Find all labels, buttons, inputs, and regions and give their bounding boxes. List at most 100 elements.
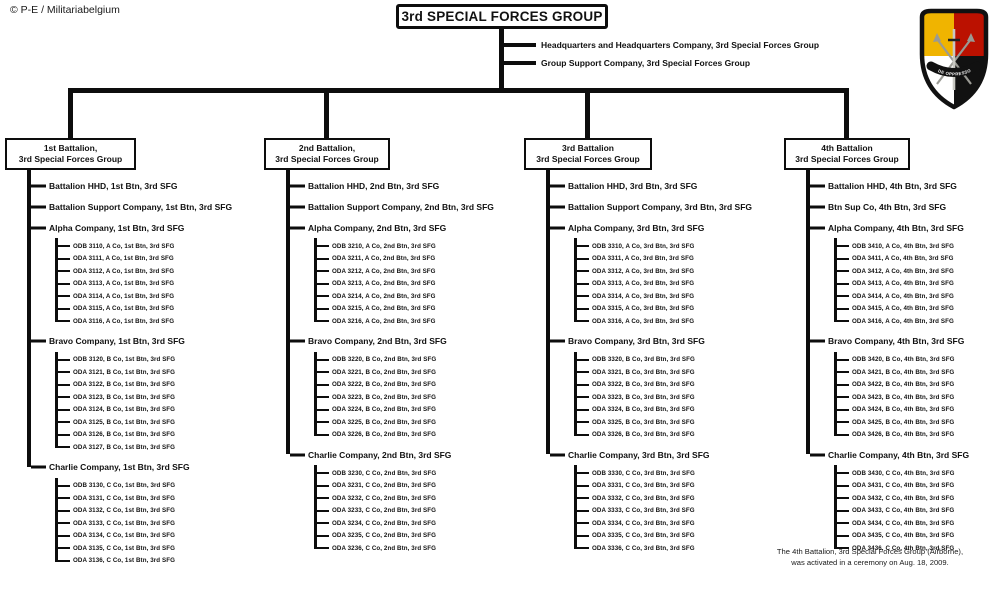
team-row: ODA 3321, B Co, 3rd Btn, 3rd SFG [577,366,786,379]
team-row: ODA 3323, B Co, 3rd Btn, 3rd SFG [577,391,786,404]
connector-hhc-tick [502,43,536,47]
team-row: ODA 3136, C Co, 1st Btn, 3rd SFG [55,555,267,570]
unit-label: Charlie Company, 4th Btn, 3rd SFG [810,444,1000,465]
unit-label: Battalion HHD, 4th Btn, 3rd SFG [810,175,1000,196]
team-row: ODB 3320, B Co, 3rd Btn, 3rd SFG [577,354,786,367]
battalion-unit: Battalion Support Company, 1st Btn, 3rd … [31,196,267,217]
team-row: ODA 3334, C Co, 3rd Btn, 3rd SFG [577,517,786,530]
team-row: ODA 3125, B Co, 1st Btn, 3rd SFG [58,416,267,429]
team-row: ODA 3315, A Co, 3rd Btn, 3rd SFG [577,303,786,316]
connector-title-drop [499,29,504,90]
team-row: ODA 3425, B Co, 4th Btn, 3rd SFG [837,416,1000,429]
unit-label: Battalion Support Company, 1st Btn, 3rd … [31,196,267,217]
team-row: ODB 3330, C Co, 3rd Btn, 3rd SFG [577,467,786,480]
team-row: ODA 3435, C Co, 4th Btn, 3rd SFG [837,530,1000,543]
team-row: ODA 3225, B Co, 2nd Btn, 3rd SFG [317,416,526,429]
battalion-unit: Battalion Support Company, 2nd Btn, 3rd … [290,196,526,217]
battalion-box-line: 3rd Special Forces Group [536,154,640,164]
unit-label: Bravo Company, 3rd Btn, 3rd SFG [550,331,786,352]
battalion-box-line: 3rd Special Forces Group [18,154,123,164]
team-row: ODA 3114, A Co, 1st Btn, 3rd SFG [58,290,267,303]
team-row: ODA 3431, C Co, 4th Btn, 3rd SFG [837,480,1000,493]
team-row: ODA 3234, C Co, 2nd Btn, 3rd SFG [317,517,526,530]
connector-drop-3rd-bn [585,88,590,138]
team-row: ODA 3112, A Co, 1st Btn, 3rd SFG [58,265,267,278]
team-row: ODA 3324, B Co, 3rd Btn, 3rd SFG [577,404,786,417]
connector-drop-1st-bn [68,88,73,138]
team-row: ODA 3215, A Co, 2nd Btn, 3rd SFG [317,303,526,316]
unit-label: Battalion HHD, 1st Btn, 3rd SFG [31,175,267,196]
team-row: ODA 3232, C Co, 2nd Btn, 3rd SFG [317,492,526,505]
team-row: ODA 3333, C Co, 3rd Btn, 3rd SFG [577,505,786,518]
activation-footnote: The 4th Battalion, 3rd Special Forces Gr… [742,546,998,568]
team-row: ODA 3434, C Co, 4th Btn, 3rd SFG [837,517,1000,530]
battalion-box-line: 3rd Special Forces Group [795,154,899,164]
connector-drop-2nd-bn [324,88,329,138]
battalion-box-2nd: 2nd Battalion,3rd Special Forces Group [264,138,390,170]
group-title-box: 3rd SPECIAL FORCES GROUP [396,4,608,29]
team-row: ODA 3414, A Co, 4th Btn, 3rd SFG [837,290,1000,303]
team-row: ODB 3120, B Co, 1st Btn, 3rd SFG [58,354,267,367]
team-row: ODB 3110, A Co, 1st Btn, 3rd SFG [58,240,267,253]
unit-label: Battalion Support Company, 3rd Btn, 3rd … [550,196,786,217]
connector-gsc-tick [502,61,536,65]
team-row: ODA 3113, A Co, 1st Btn, 3rd SFG [58,278,267,291]
team-row: ODA 3313, A Co, 3rd Btn, 3rd SFG [577,278,786,291]
team-row: ODA 3222, B Co, 2nd Btn, 3rd SFG [317,379,526,392]
copyright-text: © P-E / Militariabelgium [10,4,120,16]
team-row: ODA 3426, B Co, 4th Btn, 3rd SFG [834,429,1000,444]
company-unit: Charlie Company, 4th Btn, 3rd SFG ODB 343… [806,444,1000,558]
team-row: ODA 3336, C Co, 3rd Btn, 3rd SFG [574,542,786,557]
battalion-unit: Battalion HHD, 3rd Btn, 3rd SFG [550,175,786,196]
team-row: ODA 3314, A Co, 3rd Btn, 3rd SFG [577,290,786,303]
unit-label: Bravo Company, 1st Btn, 3rd SFG [31,331,267,352]
team-row: ODA 3221, B Co, 2nd Btn, 3rd SFG [317,366,526,379]
battalion-box-line: 3rd Battalion [562,143,614,153]
unit-label: Charlie Company, 2nd Btn, 3rd SFG [290,444,526,465]
team-row: ODA 3233, C Co, 2nd Btn, 3rd SFG [317,505,526,518]
team-row: ODA 3424, B Co, 4th Btn, 3rd SFG [837,404,1000,417]
team-row: ODA 3312, A Co, 3rd Btn, 3rd SFG [577,265,786,278]
team-row: ODB 3430, C Co, 4th Btn, 3rd SFG [837,467,1000,480]
footnote-line-1: The 4th Battalion, 3rd Special Forces Gr… [776,547,964,556]
team-row: ODB 3310, A Co, 3rd Btn, 3rd SFG [577,240,786,253]
team-row: ODA 3416, A Co, 4th Btn, 3rd SFG [834,315,1000,330]
team-row: ODA 3432, C Co, 4th Btn, 3rd SFG [837,492,1000,505]
team-row: ODA 3421, B Co, 4th Btn, 3rd SFG [837,366,1000,379]
team-row: ODA 3122, B Co, 1st Btn, 3rd SFG [58,379,267,392]
connector-main-bar [68,88,849,93]
team-row: ODA 3332, C Co, 3rd Btn, 3rd SFG [577,492,786,505]
team-row: ODA 3131, C Co, 1st Btn, 3rd SFG [58,492,267,505]
team-row: ODA 3127, B Co, 1st Btn, 3rd SFG [55,441,267,456]
unit-label: Bravo Company, 4th Btn, 3rd SFG [810,331,1000,352]
team-row: ODA 3422, B Co, 4th Btn, 3rd SFG [837,379,1000,392]
team-row: ODA 3135, C Co, 1st Btn, 3rd SFG [58,542,267,555]
team-row: ODA 3115, A Co, 1st Btn, 3rd SFG [58,303,267,316]
team-row: ODA 3235, C Co, 2nd Btn, 3rd SFG [317,530,526,543]
team-row: ODB 3410, A Co, 4th Btn, 3rd SFG [837,240,1000,253]
battalion-box-line: 2nd Battalion, [298,143,356,153]
team-row: ODA 3216, A Co, 2nd Btn, 3rd SFG [314,315,526,330]
team-row: ODA 3214, A Co, 2nd Btn, 3rd SFG [317,290,526,303]
team-row: ODA 3224, B Co, 2nd Btn, 3rd SFG [317,404,526,417]
